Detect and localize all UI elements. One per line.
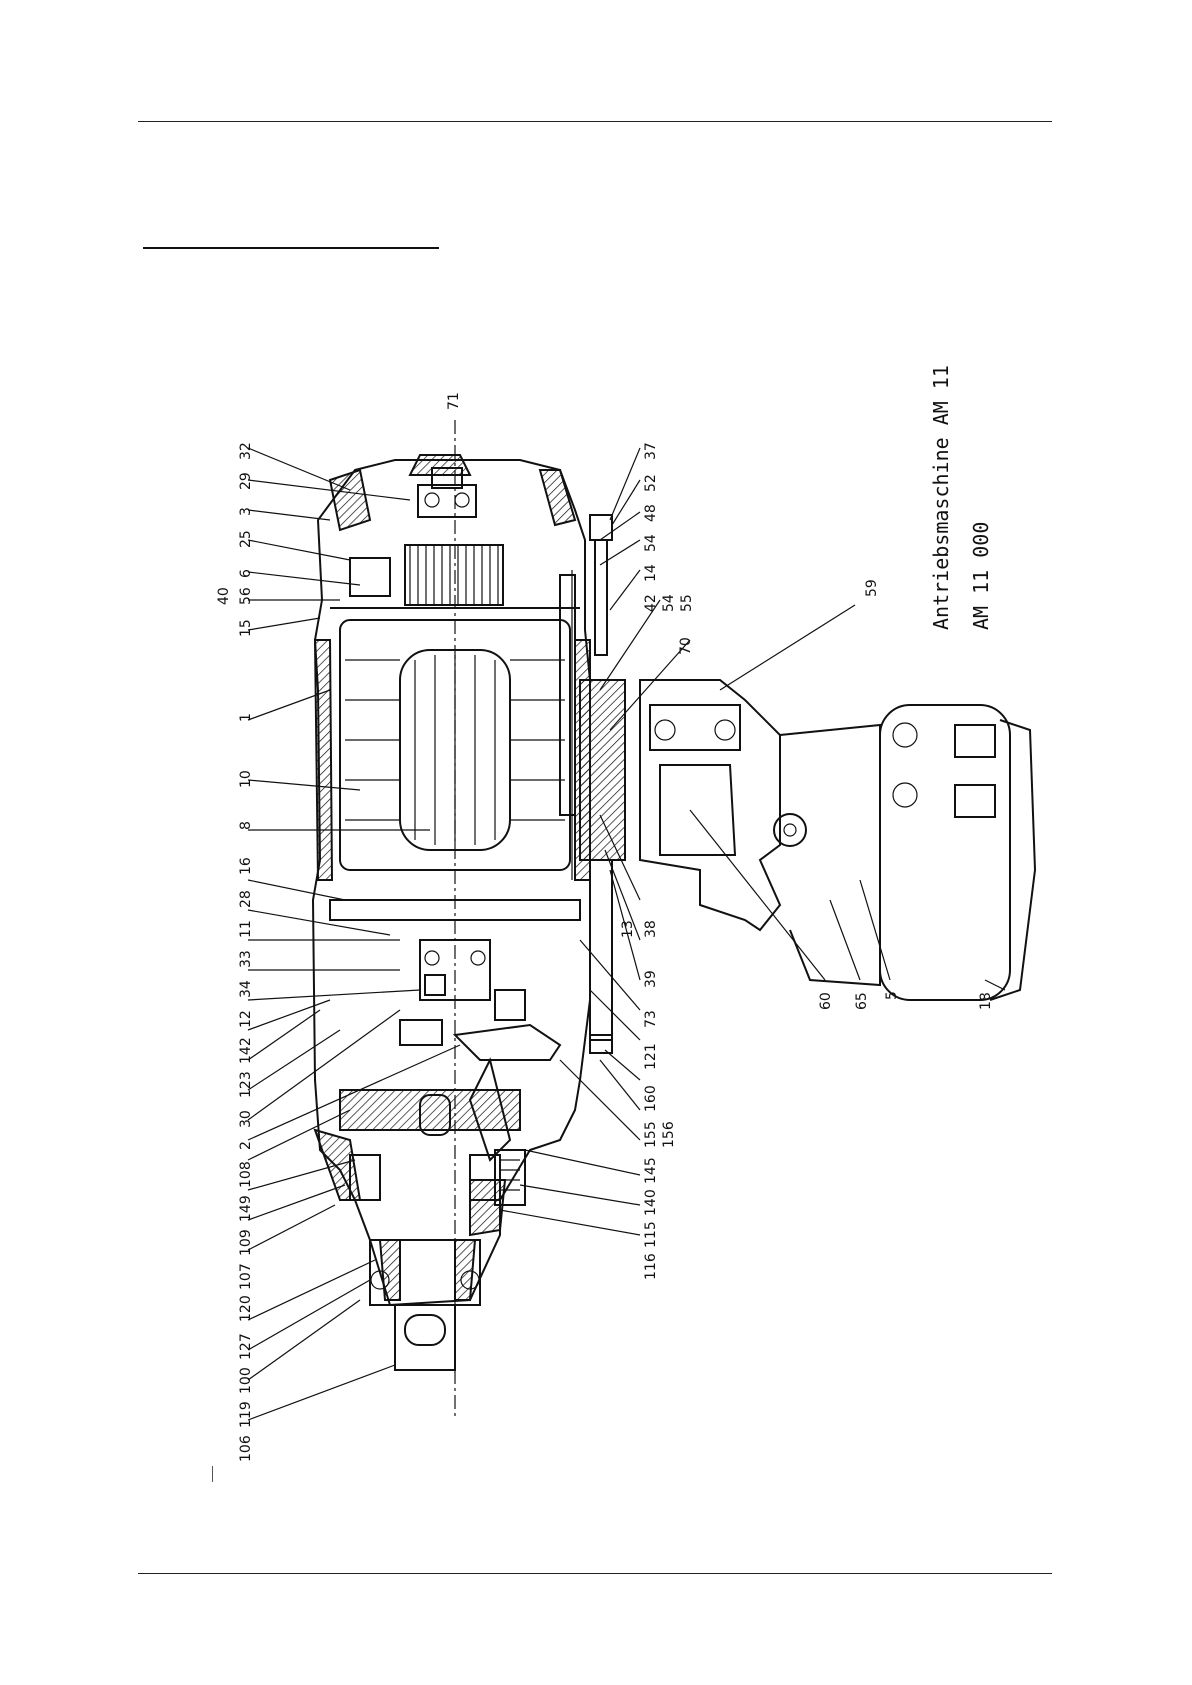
label-109: 109	[238, 1229, 254, 1256]
label-29: 29	[238, 472, 254, 490]
label-55: 55	[679, 594, 695, 612]
footer-rule	[138, 1573, 1052, 1574]
label-10: 10	[238, 770, 254, 788]
label-18: 18	[978, 992, 994, 1010]
label-42: 42	[643, 594, 659, 612]
label-13: 13	[620, 920, 636, 938]
drawing-number: AM 11 000	[969, 522, 993, 630]
label-160: 160	[643, 1085, 659, 1112]
label-48: 48	[643, 504, 659, 522]
label-156: 156	[661, 1121, 677, 1148]
label-149: 149	[238, 1195, 254, 1222]
label-73: 73	[643, 1010, 659, 1028]
label-1: 1	[238, 713, 254, 722]
label-100: 100	[238, 1367, 254, 1394]
label-3: 3	[238, 507, 254, 516]
label-2: 2	[238, 1141, 254, 1150]
label-15: 15	[238, 619, 254, 637]
label-115: 115	[643, 1221, 659, 1248]
label-11: 11	[238, 920, 254, 938]
label-121: 121	[643, 1043, 659, 1070]
label-16: 16	[238, 857, 254, 875]
label-30: 30	[238, 1110, 254, 1128]
label-116: 116	[643, 1253, 659, 1280]
label-8: 8	[238, 821, 254, 830]
label-54b: 54	[661, 594, 677, 612]
label-123: 123	[238, 1071, 254, 1098]
housing	[313, 455, 590, 1305]
label-40: 40	[216, 587, 232, 605]
label-140: 140	[643, 1189, 659, 1216]
label-106: 106	[238, 1435, 254, 1462]
label-33: 33	[238, 950, 254, 968]
label-14: 14	[643, 564, 659, 582]
label-120: 120	[238, 1295, 254, 1322]
label-155: 155	[643, 1121, 659, 1148]
label-108: 108	[238, 1161, 254, 1188]
label-59: 59	[864, 579, 880, 597]
label-38: 38	[643, 920, 659, 938]
label-56: 56	[238, 587, 254, 605]
margin-mark	[212, 1466, 213, 1482]
label-5: 5	[884, 991, 900, 1000]
leader-lines-left	[248, 448, 460, 1420]
label-34: 34	[238, 980, 254, 998]
label-39: 39	[643, 970, 659, 988]
label-25: 25	[238, 530, 254, 548]
label-71: 71	[446, 392, 462, 410]
right-upper-labels: 37 52 48 54 14 42 54 55 70 59	[643, 442, 880, 655]
label-145: 145	[643, 1157, 659, 1184]
label-54a: 54	[643, 534, 659, 552]
label-107: 107	[238, 1263, 254, 1290]
label-37: 37	[643, 442, 659, 460]
handle	[640, 680, 1035, 1000]
label-70: 70	[678, 637, 694, 655]
left-labels: 32 29 3 25 6 40 56 15 1 10 8 16 28 11 33…	[216, 442, 254, 1462]
label-65: 65	[854, 992, 870, 1010]
label-12: 12	[238, 1010, 254, 1028]
label-127: 127	[238, 1333, 254, 1360]
label-32: 32	[238, 442, 254, 460]
label-28: 28	[238, 890, 254, 908]
label-60: 60	[818, 992, 834, 1010]
label-119: 119	[238, 1401, 254, 1428]
label-52: 52	[643, 474, 659, 492]
drawing-title: Antriebsmaschine AM 11	[929, 365, 953, 630]
label-6: 6	[238, 569, 254, 578]
label-142: 142	[238, 1037, 254, 1064]
